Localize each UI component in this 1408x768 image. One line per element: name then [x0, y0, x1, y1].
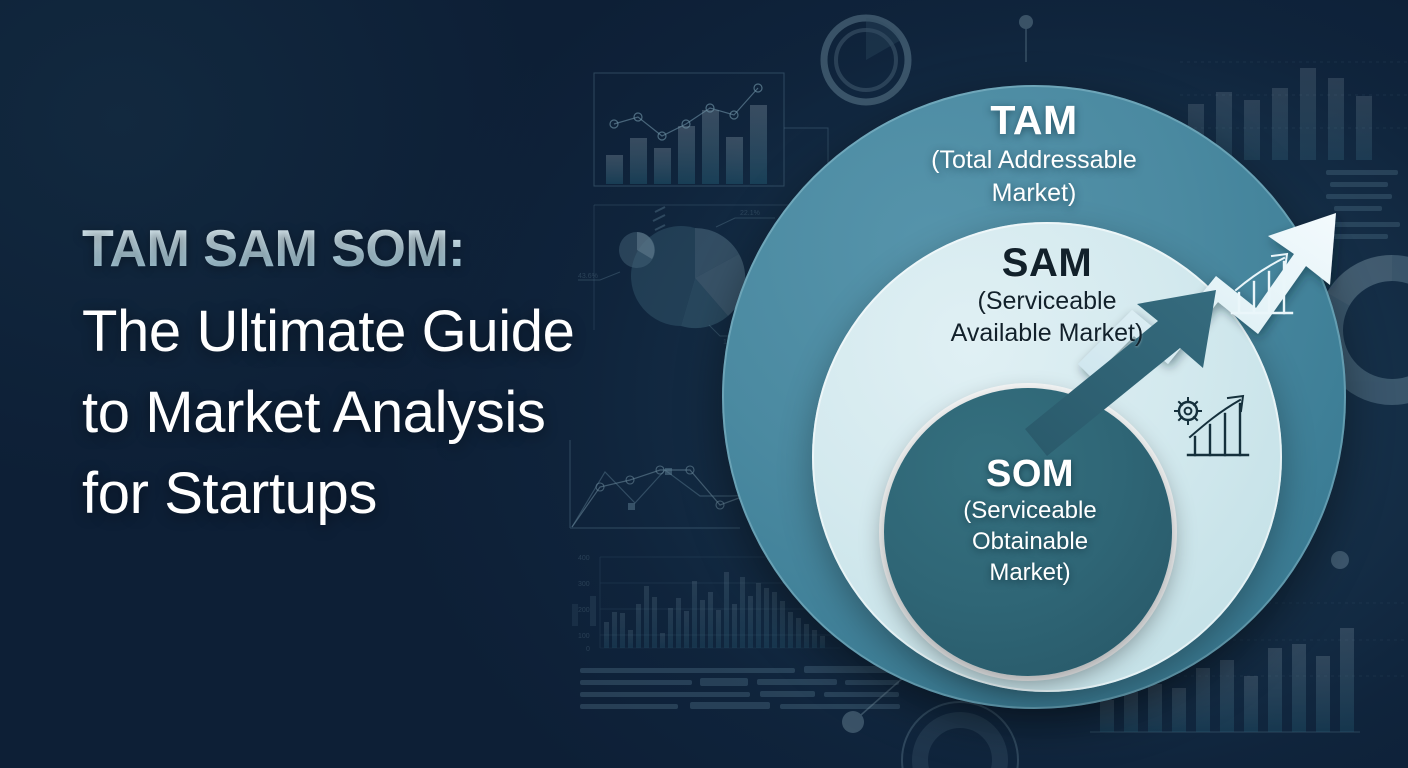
bg-donut-ring-bottom	[901, 701, 1019, 768]
svg-text:22.1%: 22.1%	[740, 210, 760, 217]
som-acronym: SOM	[985, 453, 1075, 495]
svg-text:100: 100	[578, 633, 590, 640]
som-expansion-line-2: Obtainable	[971, 528, 1089, 556]
page-title-line-1: The Ultimate Guide	[82, 299, 575, 365]
som-expansion-line-1: (Serviceable	[963, 496, 1097, 524]
tam-expansion-line-2: Market)	[991, 179, 1077, 208]
bg-donut-ring-top	[820, 14, 912, 106]
title-block: TAM SAM SOM: The Ultimate Guide to Marke…	[82, 221, 722, 535]
sam-expansion-line-1: (Serviceable	[977, 286, 1117, 315]
tam-acronym: TAM	[990, 97, 1078, 143]
som-label: SOM (Serviceable Obtainable Market)	[905, 455, 1155, 588]
bg-bars-left-mid	[572, 596, 596, 626]
page-title-line-3: for Startups	[82, 461, 377, 527]
svg-text:400: 400	[578, 555, 590, 562]
bg-panel-top-left	[593, 72, 829, 190]
bg-dense-bar-chart: 400 300 200 100 0	[578, 555, 840, 653]
svg-text:300: 300	[578, 581, 590, 588]
bg-text-lines	[580, 666, 900, 709]
sam-label: SAM (Serviceable Available Market)	[868, 243, 1226, 349]
som-expansion-line-3: Market)	[989, 559, 1071, 587]
tam-expansion-line-1: (Total Addressable	[931, 145, 1137, 174]
sam-acronym: SAM	[1001, 241, 1093, 285]
sam-expansion-line-2: Available Market)	[950, 319, 1144, 348]
page-title-line-2: to Market Analysis	[82, 380, 546, 446]
tam-label: TAM (Total Addressable Market)	[854, 97, 1214, 209]
bg-connector-nodes	[842, 15, 1349, 733]
svg-text:0: 0	[586, 646, 590, 653]
svg-text:43.6%: 43.6%	[578, 273, 598, 280]
svg-text:200: 200	[578, 607, 590, 614]
page-title-kicker: TAM SAM SOM:	[82, 221, 722, 277]
